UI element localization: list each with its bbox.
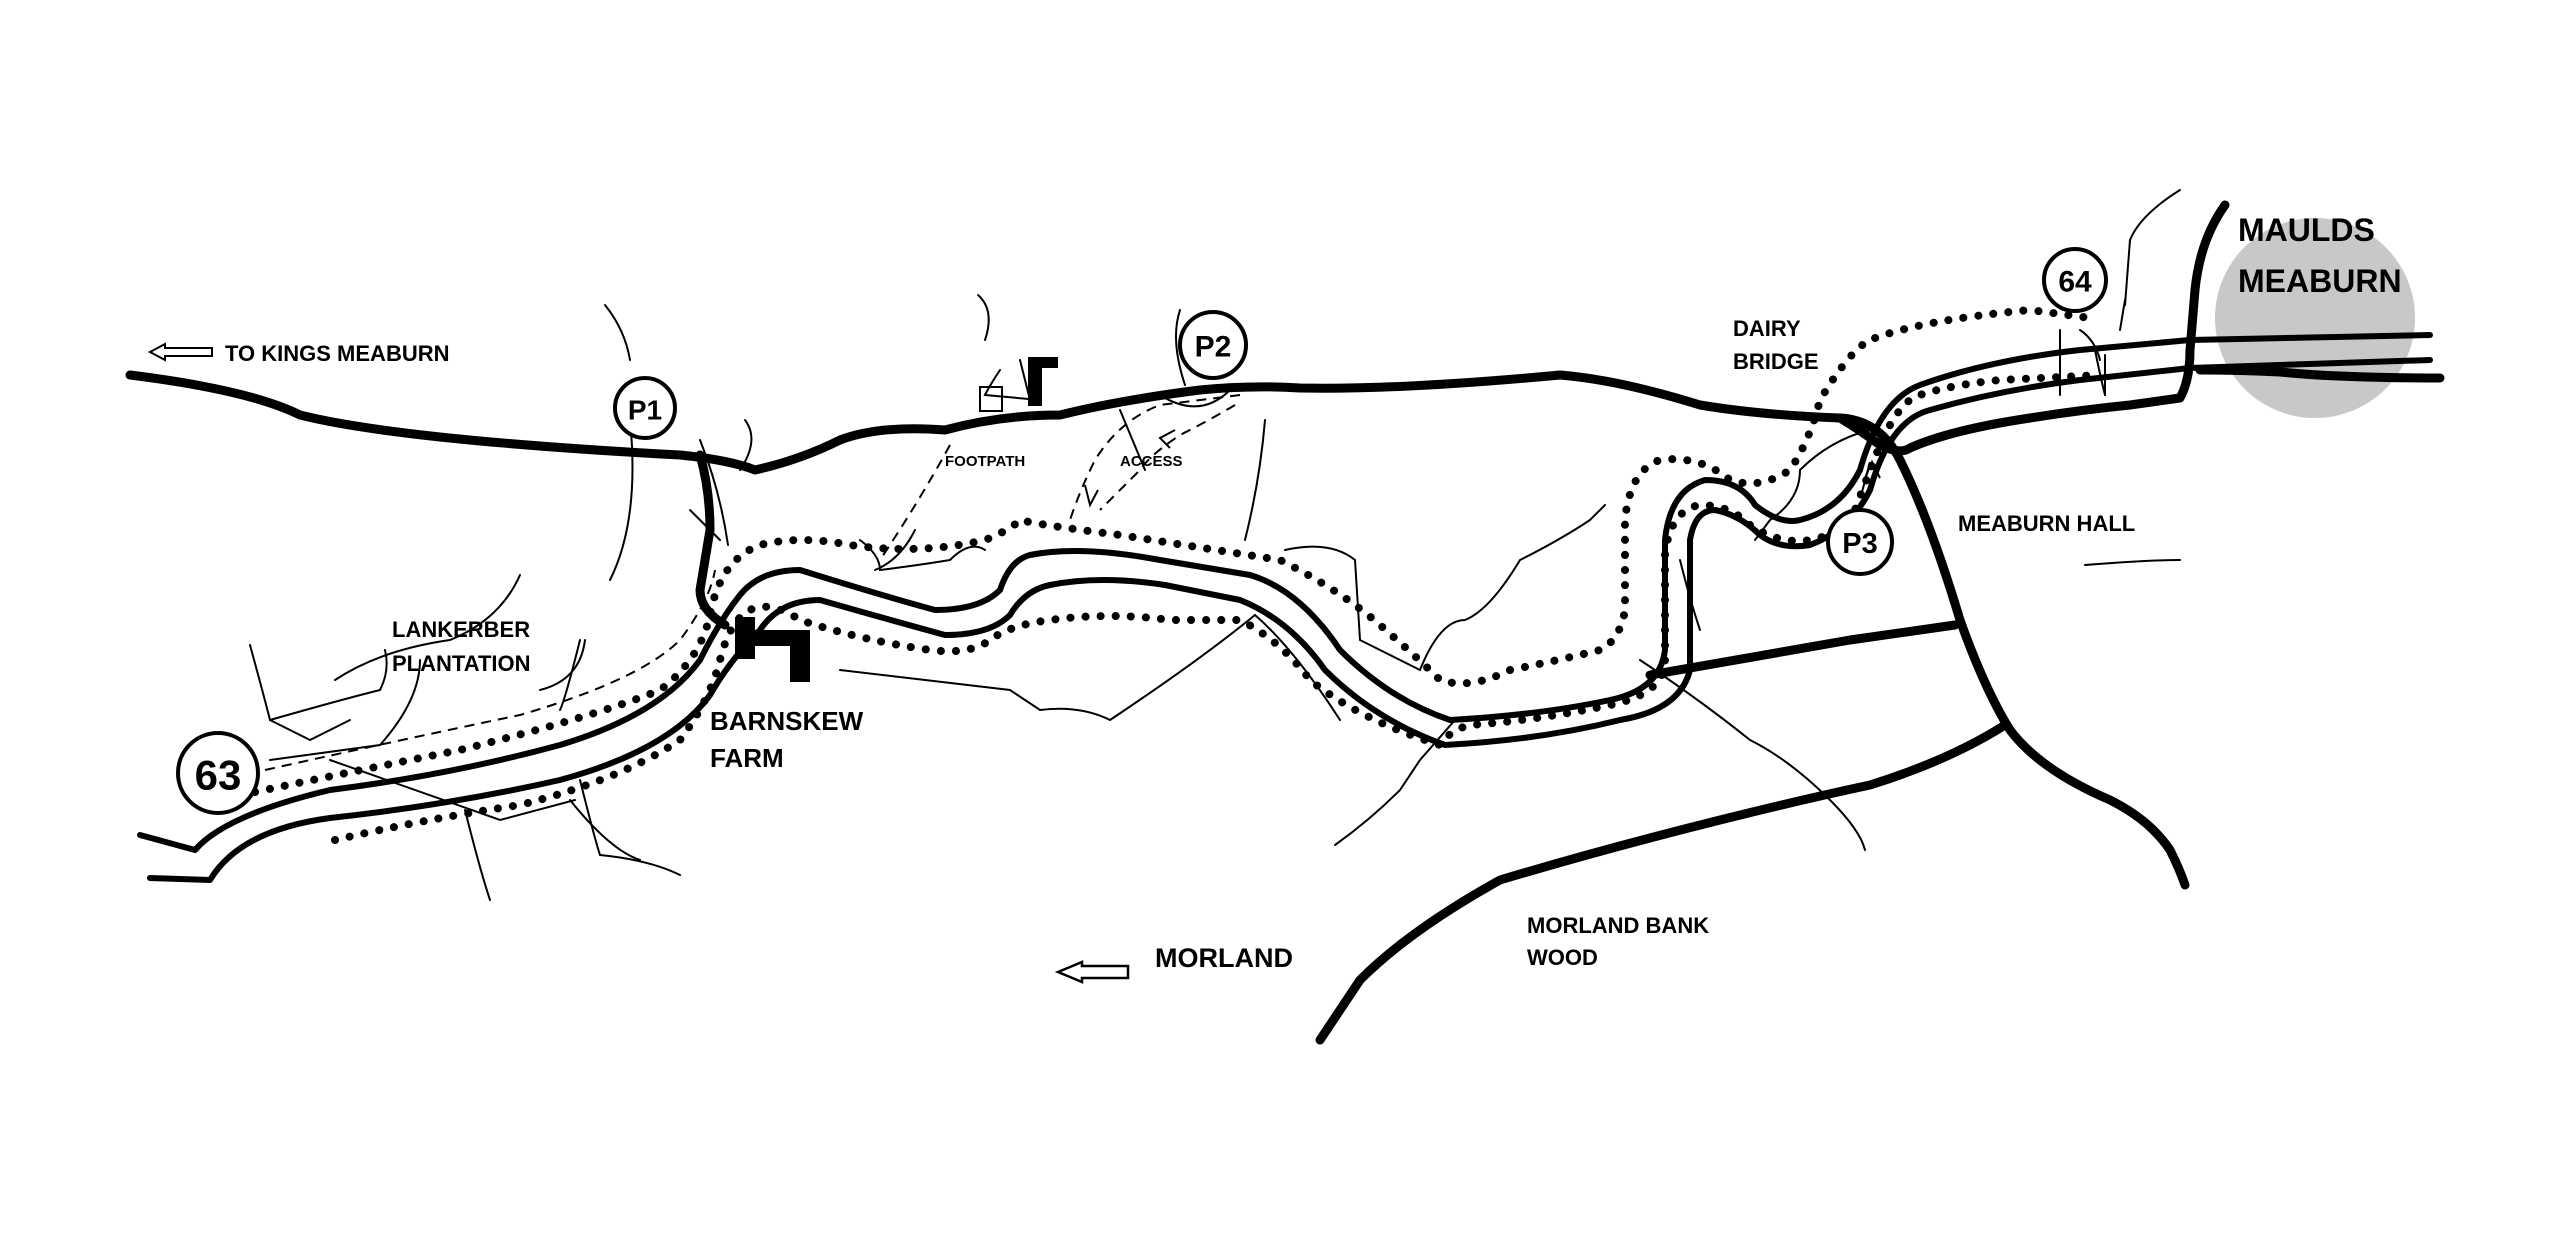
meaburn-hall-label: MEABURN HALL <box>1958 511 2135 536</box>
roads <box>125 200 2445 1045</box>
marker-p3: P3 <box>1826 508 1894 576</box>
morland-bank-label-line2: WOOD <box>1527 945 1598 970</box>
morland-label: MORLAND <box>1155 943 1293 973</box>
marker-63-label: 63 <box>195 752 242 799</box>
river <box>137 332 2433 883</box>
marker-p2-label: P2 <box>1195 331 1232 364</box>
road-to-kings-meaburn <box>125 370 1845 475</box>
marker-p2: P2 <box>1178 310 1248 380</box>
marker-p1: P1 <box>613 376 677 440</box>
barnskew-farm-building-icon <box>735 617 755 659</box>
small-outbuilding-icon <box>979 386 1003 412</box>
road-to-meaburn-hall <box>695 450 730 630</box>
walking-route <box>251 305 2104 844</box>
barnskew-farm-building-icon <box>755 630 795 646</box>
barnskew-label-line1: BARNSKEW <box>710 706 864 736</box>
marker-p3-label: P3 <box>1842 528 1877 560</box>
access-label: ACCESS <box>1120 453 1183 470</box>
barnskew-farm-building-icon <box>790 630 810 682</box>
building-icon <box>1028 357 1058 368</box>
maulds-meaburn-village-area <box>2215 218 2415 418</box>
morland-bank-label-line1: MORLAND BANK <box>1527 913 1709 938</box>
kings-meaburn-arrow-icon <box>147 342 213 362</box>
kings-meaburn-label: TO KINGS MEABURN <box>225 341 450 366</box>
barnskew-label-line2: FARM <box>710 743 784 773</box>
map-labels: TO KINGS MEABURN MAULDS MEABURN DAIRY BR… <box>225 212 2402 973</box>
maulds-label-line2: MEABURN <box>2238 263 2402 299</box>
lankerber-label-line1: LANKERBER <box>392 617 530 642</box>
building-icon <box>1028 368 1042 406</box>
maulds-label-line1: MAULDS <box>2238 212 2375 248</box>
marker-64-label: 64 <box>2058 266 2092 299</box>
marker-63: 63 <box>176 731 260 815</box>
dairy-bridge-label-line2: BRIDGE <box>1733 349 1819 374</box>
dairy-bridge-label-line1: DAIRY <box>1733 316 1801 341</box>
direction-arrows <box>147 342 1130 984</box>
lankerber-label-line2: PLANTATION <box>392 651 531 676</box>
marker-p1-label: P1 <box>628 395 662 426</box>
buildings <box>735 357 1058 682</box>
morland-arrow-icon <box>1054 960 1130 984</box>
footpath-label: FOOTPATH <box>945 453 1025 470</box>
marker-64: 64 <box>2042 247 2108 313</box>
dashed-paths <box>264 394 1241 771</box>
access-arrows <box>1084 429 1881 508</box>
